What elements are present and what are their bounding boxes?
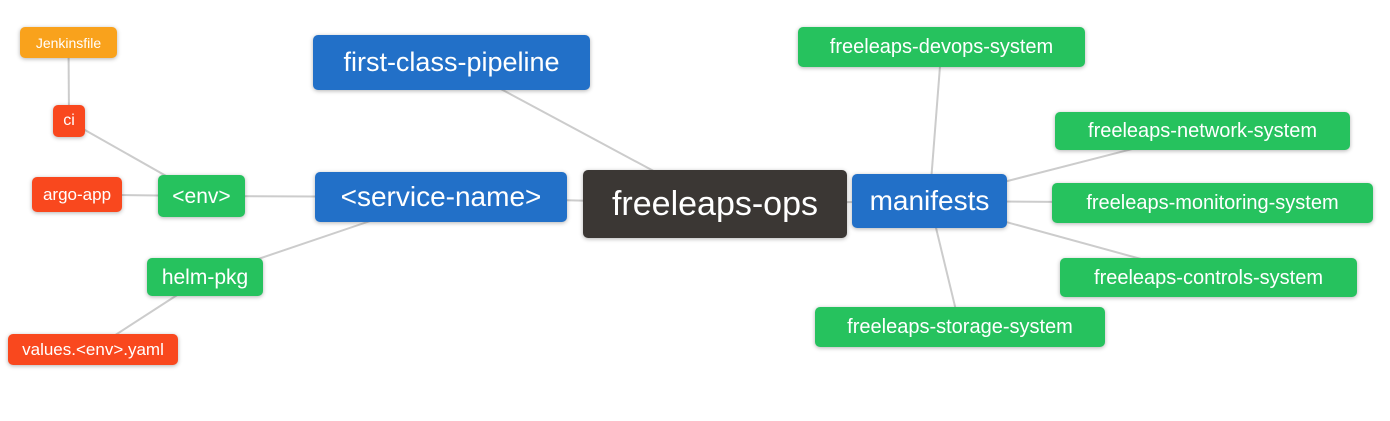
node-freeleaps-storage-system[interactable]: freeleaps-storage-system (815, 307, 1105, 347)
node-first-class-pipeline[interactable]: first-class-pipeline (313, 35, 590, 90)
node-values-env-yaml[interactable]: values.<env>.yaml (8, 334, 178, 365)
node-ci[interactable]: ci (53, 105, 85, 137)
node-helm-pkg[interactable]: helm-pkg (147, 258, 263, 296)
node-argo-app[interactable]: argo-app (32, 177, 122, 212)
node-freeleaps-ops[interactable]: freeleaps-ops (583, 170, 847, 238)
node-freeleaps-devops-system[interactable]: freeleaps-devops-system (798, 27, 1085, 67)
node-env[interactable]: <env> (158, 175, 245, 217)
node-freeleaps-monitoring-system[interactable]: freeleaps-monitoring-system (1052, 183, 1373, 223)
node-jenkinsfile[interactable]: Jenkinsfile (20, 27, 117, 58)
node-service-name[interactable]: <service-name> (315, 172, 567, 222)
node-manifests[interactable]: manifests (852, 174, 1007, 228)
node-freeleaps-network-system[interactable]: freeleaps-network-system (1055, 112, 1350, 150)
node-freeleaps-controls-system[interactable]: freeleaps-controls-system (1060, 258, 1357, 297)
